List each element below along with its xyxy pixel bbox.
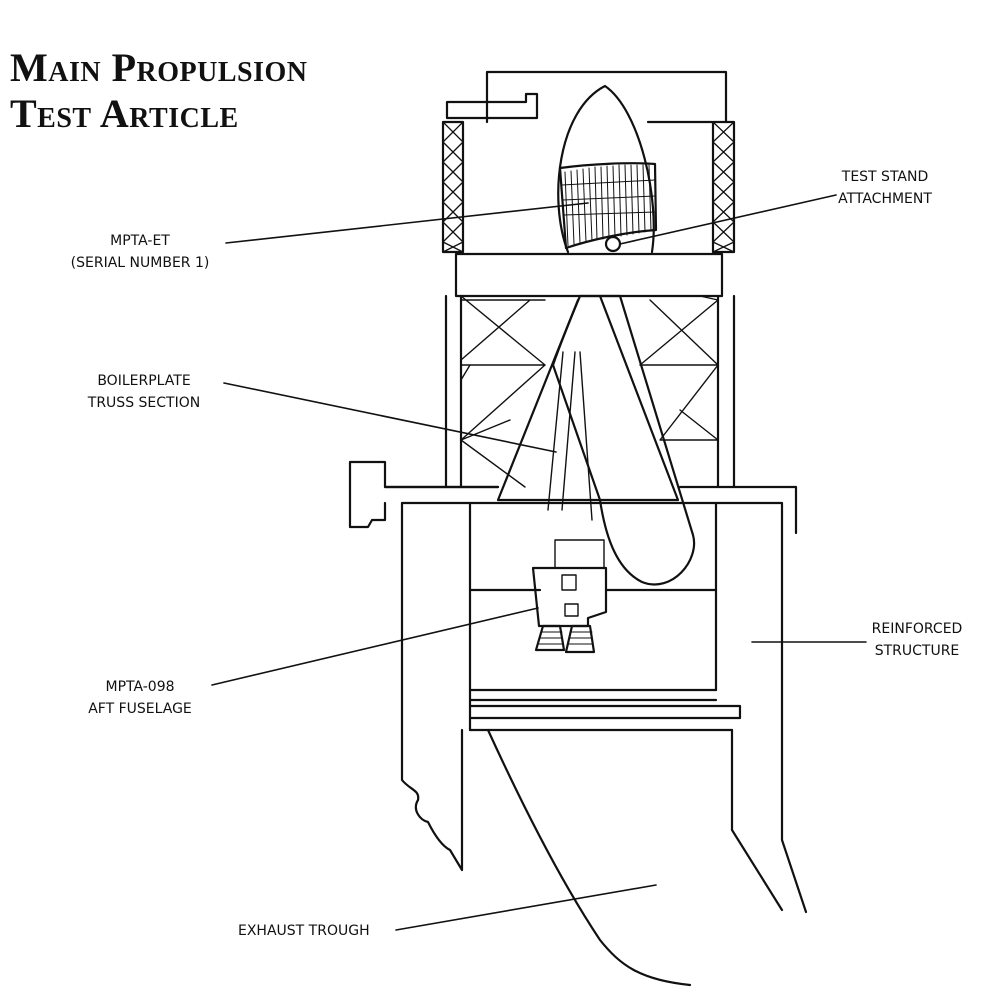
label-boilerplate-line1: BOILERPLATE [97, 373, 191, 389]
ssme-engine-right [564, 624, 596, 654]
leader-aft-fuselage [211, 607, 539, 686]
leader-test-stand [619, 194, 837, 245]
label-exhaust-trough: EXHAUST TROUGH [238, 923, 370, 939]
label-mpta-098-line2: AFT FUSELAGE [88, 701, 192, 717]
label-test-stand-line2: ATTACHMENT [838, 191, 932, 207]
label-reinforced-line2: STRUCTURE [874, 643, 960, 659]
label-reinforced-structure: REINFORCED STRUCTURE [852, 618, 982, 662]
external-tank-nose [557, 84, 655, 254]
label-boilerplate-truss: BOILERPLATE TRUSS SECTION [54, 370, 234, 414]
leader-mpta-et [225, 202, 589, 244]
top-bracket [445, 92, 539, 120]
aft-fuselage [531, 566, 608, 628]
label-mpta-et-line1: MPTA-ET [110, 233, 170, 249]
tower-left-bracing [460, 295, 546, 488]
label-boilerplate-line2: TRUSS SECTION [87, 395, 201, 411]
left-lattice-column [441, 120, 465, 254]
title-line-2: Test Article [10, 91, 239, 136]
tower-right-bracing [639, 295, 719, 441]
aft-fuselage-details [554, 539, 605, 617]
label-mpta-et-line2: (SERIAL NUMBER 1) [70, 255, 210, 271]
main-structure-left [400, 501, 472, 872]
title-line-1: Main Propulsion [10, 45, 308, 90]
label-mpta-098-line1: MPTA-098 [105, 679, 175, 695]
right-lattice-column [711, 120, 736, 254]
label-reinforced-line1: REINFORCED [871, 621, 963, 637]
label-mpta-098: MPTA-098 AFT FUSELAGE [60, 676, 220, 720]
leader-exhaust-trough [395, 884, 657, 931]
left-side-bracket [348, 460, 500, 529]
truss-inner-lines [547, 351, 593, 521]
test-stand-attachment-point [604, 235, 622, 253]
boilerplate-truss [496, 294, 680, 502]
label-test-stand-attachment: TEST STAND ATTACHMENT [810, 166, 960, 210]
leader-boilerplate [223, 382, 557, 453]
right-side-rail [678, 485, 798, 535]
ssme-engine-left [534, 624, 566, 652]
top-crossbeam [485, 70, 728, 124]
label-mpta-et: MPTA-ET (SERIAL NUMBER 1) [40, 230, 240, 274]
label-test-stand-line1: TEST STAND [841, 169, 929, 185]
main-structure-right [468, 501, 808, 914]
upper-platform [454, 252, 724, 298]
exhaust-trough [486, 728, 692, 987]
lower-slab [468, 704, 742, 720]
tank-intertank-band [558, 162, 658, 250]
